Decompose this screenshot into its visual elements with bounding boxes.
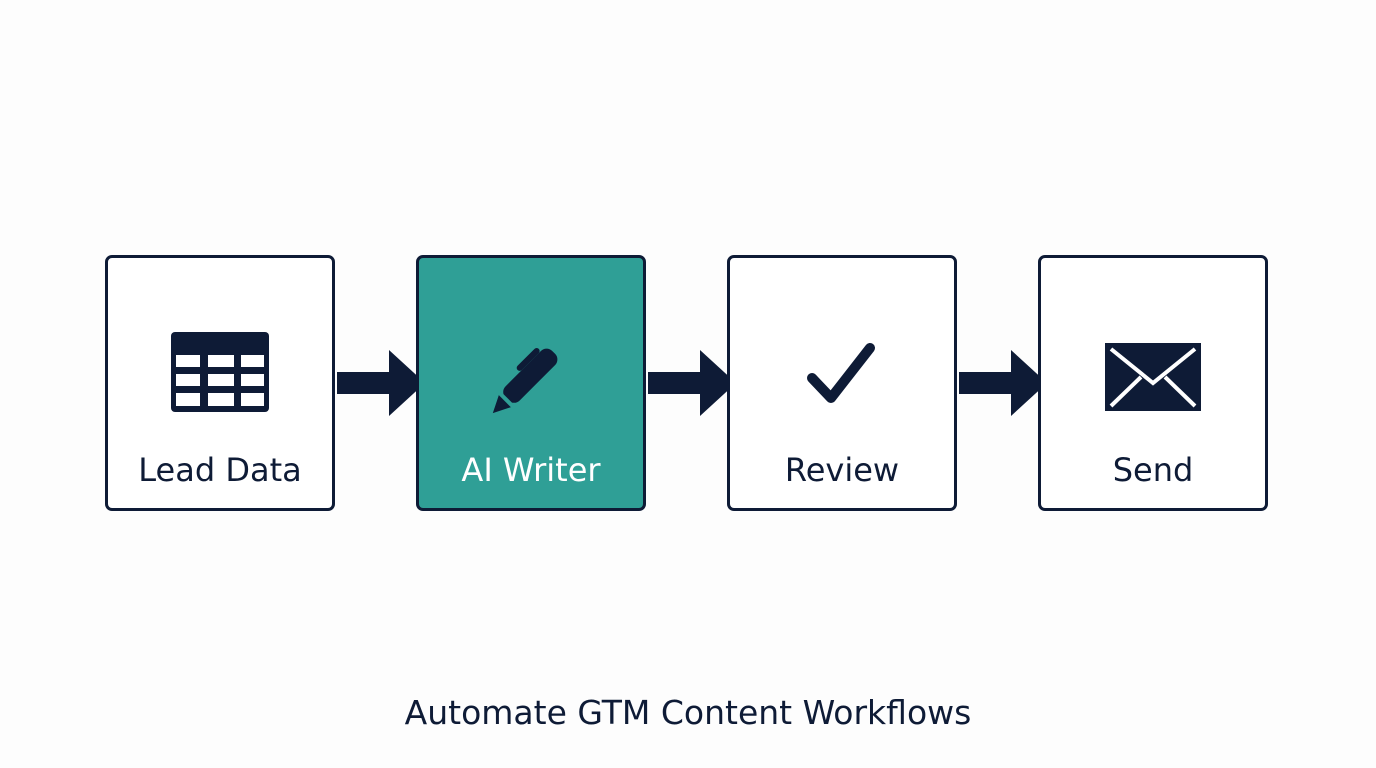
- arrow-right-icon: [337, 350, 443, 416]
- envelope-icon: [1098, 330, 1208, 420]
- step-ai-writer: AI Writer: [416, 255, 646, 511]
- step-label: Lead Data: [138, 451, 302, 489]
- table-icon: [165, 330, 275, 420]
- arrow-right-icon: [959, 350, 1065, 416]
- diagram-caption: Automate GTM Content Workflows: [404, 693, 972, 732]
- checkmark-icon: [787, 330, 897, 420]
- step-label: Send: [1112, 451, 1194, 489]
- step-lead-data: Lead Data: [105, 255, 335, 511]
- step-label: Review: [784, 451, 900, 489]
- step-label: AI Writer: [461, 451, 601, 489]
- step-review: Review: [727, 255, 957, 511]
- arrow-right-icon: [648, 350, 754, 416]
- step-send: Send: [1038, 255, 1268, 511]
- pen-icon: [476, 330, 586, 420]
